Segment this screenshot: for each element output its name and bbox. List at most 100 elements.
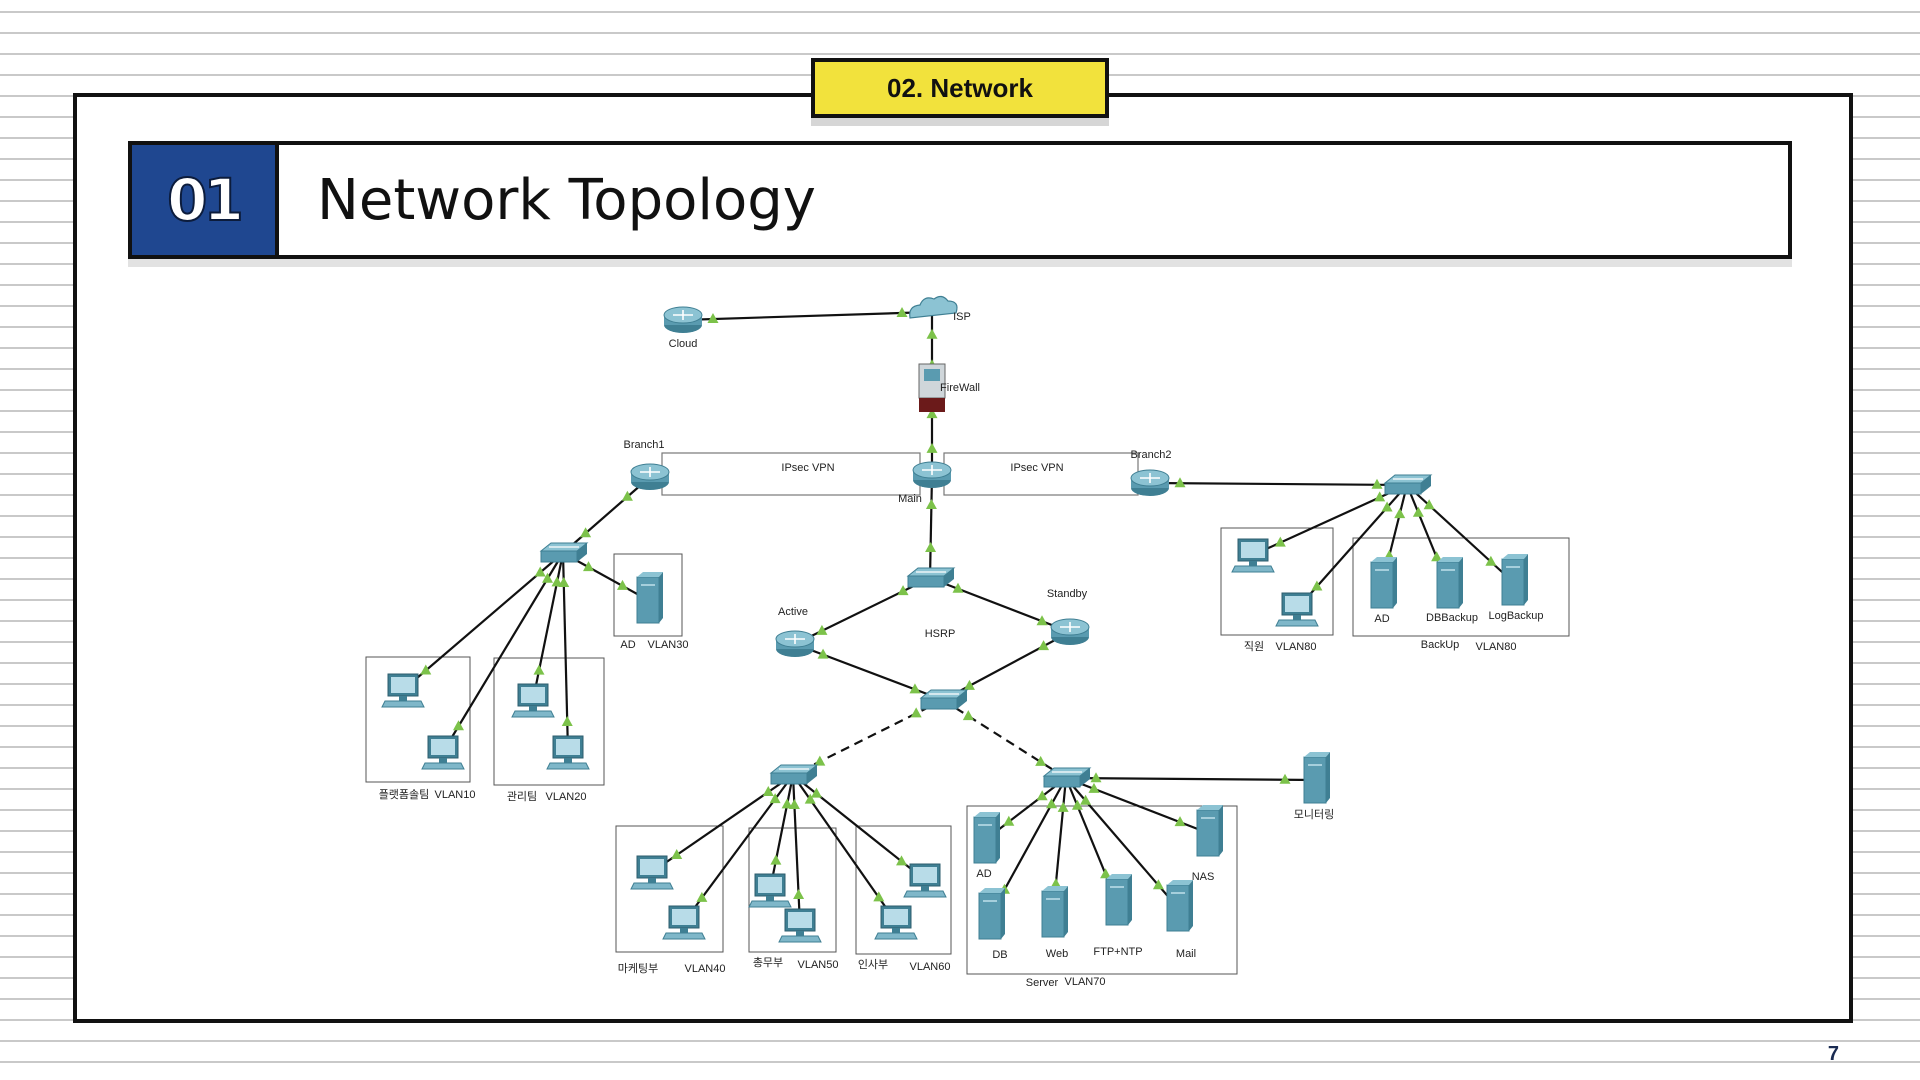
link-status-arrow — [1050, 878, 1062, 889]
link-status-arrow — [621, 490, 633, 501]
pc-icon-pc_v40a — [630, 855, 674, 890]
group-box-vlan80b — [1352, 537, 1570, 637]
link-sw_server-srv_monitor — [1065, 776, 1316, 782]
node-label-branch2: Branch2 — [1131, 449, 1172, 461]
link-status-arrow — [896, 306, 908, 317]
section-tag: 02. Network — [811, 58, 1109, 118]
link-status-arrow — [696, 891, 708, 902]
link-status-arrow — [1057, 801, 1069, 812]
link-status-arrow — [533, 664, 545, 675]
pc-icon-pc_v40b — [662, 905, 706, 940]
diagram-label-dbbackup: DBBackup — [1426, 612, 1478, 624]
group-label-vlan30-1: VLAN30 — [648, 639, 689, 651]
link-status-arrow — [1311, 580, 1323, 591]
link-status-arrow — [810, 787, 822, 798]
link-status-arrow — [558, 576, 570, 587]
group-label-vlan70-1: VLAN70 — [1065, 976, 1106, 988]
link-sw_b1-pc_v10b — [442, 552, 564, 753]
pc-icon-pc_v50a — [748, 873, 792, 908]
node-label-srv_monitor: 모니터링 — [1294, 808, 1334, 821]
link-status-arrow — [1036, 615, 1048, 626]
link-status-arrow — [1100, 868, 1112, 879]
link-sw_b2-srv_logbackup — [1406, 484, 1514, 583]
link-status-arrow — [816, 624, 828, 635]
link-status-arrow — [542, 572, 554, 583]
link-status-arrow — [781, 798, 793, 809]
server-icon-srv_nas — [1196, 805, 1223, 857]
diagram-label-nas: NAS — [1192, 871, 1215, 883]
server-icon-srv_web — [1041, 886, 1068, 938]
link-status-arrow — [1152, 879, 1164, 890]
router-icon-active — [775, 630, 815, 657]
node-label-standby: Standby — [1047, 588, 1088, 600]
link-status-arrow — [873, 891, 885, 902]
diagram-label-ipsec_left: IPsec VPN — [781, 462, 834, 474]
link-sw_core-sw_server — [942, 699, 1067, 779]
link-status-arrow — [1485, 555, 1497, 566]
diagram-label-ad_b2: AD — [1374, 613, 1389, 625]
group-box-vlan50 — [748, 827, 837, 953]
link-status-arrow — [1423, 499, 1435, 510]
link-status-arrow — [1080, 794, 1092, 805]
group-box-vlan70 — [966, 805, 1238, 975]
switch-icon-sw_server — [1042, 767, 1092, 788]
link-status-arrow — [707, 313, 719, 324]
switch-icon-sw_b2 — [1383, 474, 1433, 495]
link-status-arrow — [1381, 501, 1393, 512]
server-icon-srv_ad2 — [1370, 557, 1397, 609]
link-status-arrow — [926, 408, 938, 419]
link-status-arrow — [963, 679, 975, 690]
diagram-label-ipsec_right: IPsec VPN — [1010, 462, 1063, 474]
link-status-arrow — [534, 566, 546, 577]
title-bar: 01 Network Topology — [128, 141, 1792, 259]
link-cloud-isp — [682, 310, 933, 322]
node-label-firewall: FireWall — [940, 382, 980, 394]
link-status-arrow — [1274, 536, 1286, 547]
pc-icon-pc_v20b — [546, 735, 590, 770]
link-main-sw_main — [928, 474, 934, 579]
group-label-vlan80b-1: VLAN80 — [1476, 641, 1517, 653]
node-label-isp: ISP — [953, 311, 971, 323]
link-status-arrow — [896, 855, 908, 866]
link-sw_main-active — [794, 577, 931, 645]
server-icon-srv_db — [978, 888, 1005, 940]
group-label-vlan80a-0: 직원 — [1244, 640, 1264, 653]
link-sw_left-pc_v50a — [768, 774, 795, 891]
router-icon-cloud — [663, 306, 703, 333]
page-number: 7 — [1827, 1043, 1839, 1065]
switch-icon-sw_b1 — [539, 542, 589, 563]
cloud-icon-isp — [909, 295, 958, 319]
switch-icon-sw_core — [919, 689, 969, 710]
link-status-arrow — [1046, 798, 1058, 809]
link-status-arrow — [952, 582, 964, 593]
switch-icon-sw_main — [906, 567, 956, 588]
group-box-vlan30 — [613, 553, 683, 637]
group-label-vlan60-0: 인사부 — [858, 958, 888, 971]
node-label-main: Main — [898, 493, 922, 505]
link-status-arrow — [926, 328, 938, 339]
link-status-arrow — [910, 707, 922, 718]
group-label-vlan40-1: VLAN40 — [685, 963, 726, 975]
group-label-vlan60-1: VLAN60 — [910, 961, 951, 973]
link-status-arrow — [1374, 491, 1386, 502]
link-sw_server-srv_nas — [1065, 776, 1209, 835]
node-label-branch1: Branch1 — [624, 439, 665, 451]
link-status-arrow — [1003, 815, 1015, 826]
link-status-arrow — [1394, 508, 1406, 519]
server-icon-srv_ad1 — [636, 572, 663, 624]
link-status-arrow — [769, 793, 781, 804]
link-status-arrow — [897, 585, 909, 596]
link-sw_main-standby — [929, 576, 1071, 634]
link-status-arrow — [580, 527, 592, 538]
group-box-vlan10 — [365, 656, 471, 783]
link-status-arrow — [804, 793, 816, 804]
node-label-active: Active — [778, 606, 808, 618]
link-standby-sw_core — [942, 631, 1071, 701]
link-status-arrow — [925, 542, 937, 553]
diagram-label-web: Web — [1046, 948, 1068, 960]
link-status-arrow — [1038, 640, 1050, 651]
pc-icon-pc_v20a — [511, 683, 555, 718]
group-box-vlan80a — [1220, 527, 1334, 636]
link-sw_left-pc_v50b — [791, 774, 802, 926]
link-status-arrow — [925, 498, 937, 509]
